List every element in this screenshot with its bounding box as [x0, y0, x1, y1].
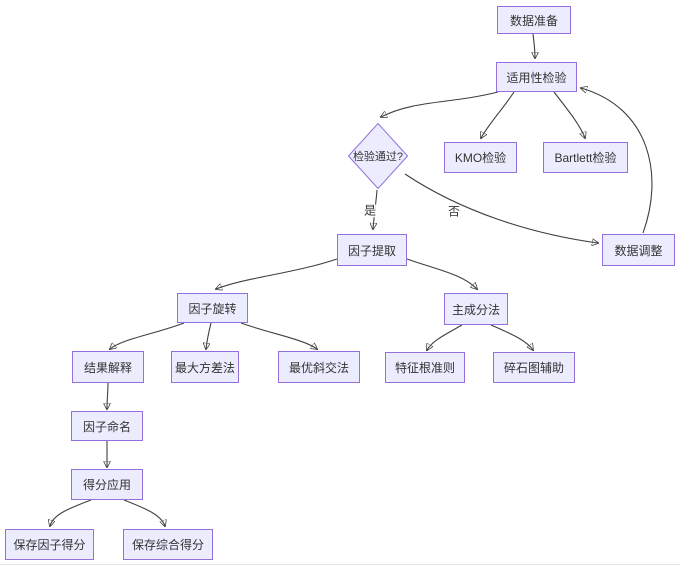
edge-suitability-to-bartlett [553, 91, 585, 138]
node-bartlett-test: Bartlett检验 [543, 142, 628, 173]
node-data-adjustment: 数据调整 [602, 234, 675, 266]
node-factor-rotation: 因子旋转 [177, 293, 248, 323]
edge-score-to-save-factor [50, 499, 92, 526]
node-decision-test-passed: 检验通过? [348, 123, 408, 189]
node-factor-naming: 因子命名 [71, 411, 143, 441]
edge-score-to-save-composite [123, 499, 165, 526]
node-principal-component-method: 主成分法 [444, 293, 508, 325]
edge-extraction-to-rotation [216, 258, 338, 289]
edge-rotation-to-varimax [206, 322, 212, 349]
node-eigenvalue-criterion: 特征根准则 [385, 352, 465, 383]
node-optimal-oblique-method: 最优斜交法 [278, 351, 360, 383]
edge-label-yes: 是 [362, 203, 378, 218]
edge-adjust-to-suitability [581, 88, 653, 234]
edge-rotation-to-oblique [240, 322, 317, 349]
node-data-preparation: 数据准备 [497, 6, 571, 34]
edge-suitability-to-decision [381, 91, 499, 117]
edge-pca-to-scree [490, 324, 533, 350]
node-score-application: 得分应用 [71, 469, 143, 500]
edge-suitability-to-kmo [481, 91, 515, 138]
edge-pca-to-eigen [427, 324, 463, 350]
node-save-factor-scores: 保存因子得分 [5, 529, 94, 560]
edge-decision-to-adjust [404, 173, 598, 243]
node-kmo-test: KMO检验 [444, 142, 517, 173]
node-factor-extraction: 因子提取 [337, 234, 407, 266]
edge-data-prep-to-suitability [533, 33, 535, 58]
edge-label-no: 否 [446, 204, 462, 219]
decision-diamond-shape [348, 123, 408, 189]
node-suitability-test: 适用性检验 [496, 62, 577, 92]
decision-label: 检验通过? [352, 151, 404, 163]
edge-interpret-to-naming [107, 382, 108, 409]
edge-rotation-to-interpret [110, 322, 185, 349]
node-varimax-method: 最大方差法 [171, 351, 239, 383]
node-scree-plot-aid: 碎石图辅助 [493, 352, 575, 383]
node-save-composite-scores: 保存综合得分 [123, 529, 213, 560]
edge-extraction-to-pca [406, 258, 477, 289]
node-result-interpretation: 结果解释 [72, 351, 144, 383]
